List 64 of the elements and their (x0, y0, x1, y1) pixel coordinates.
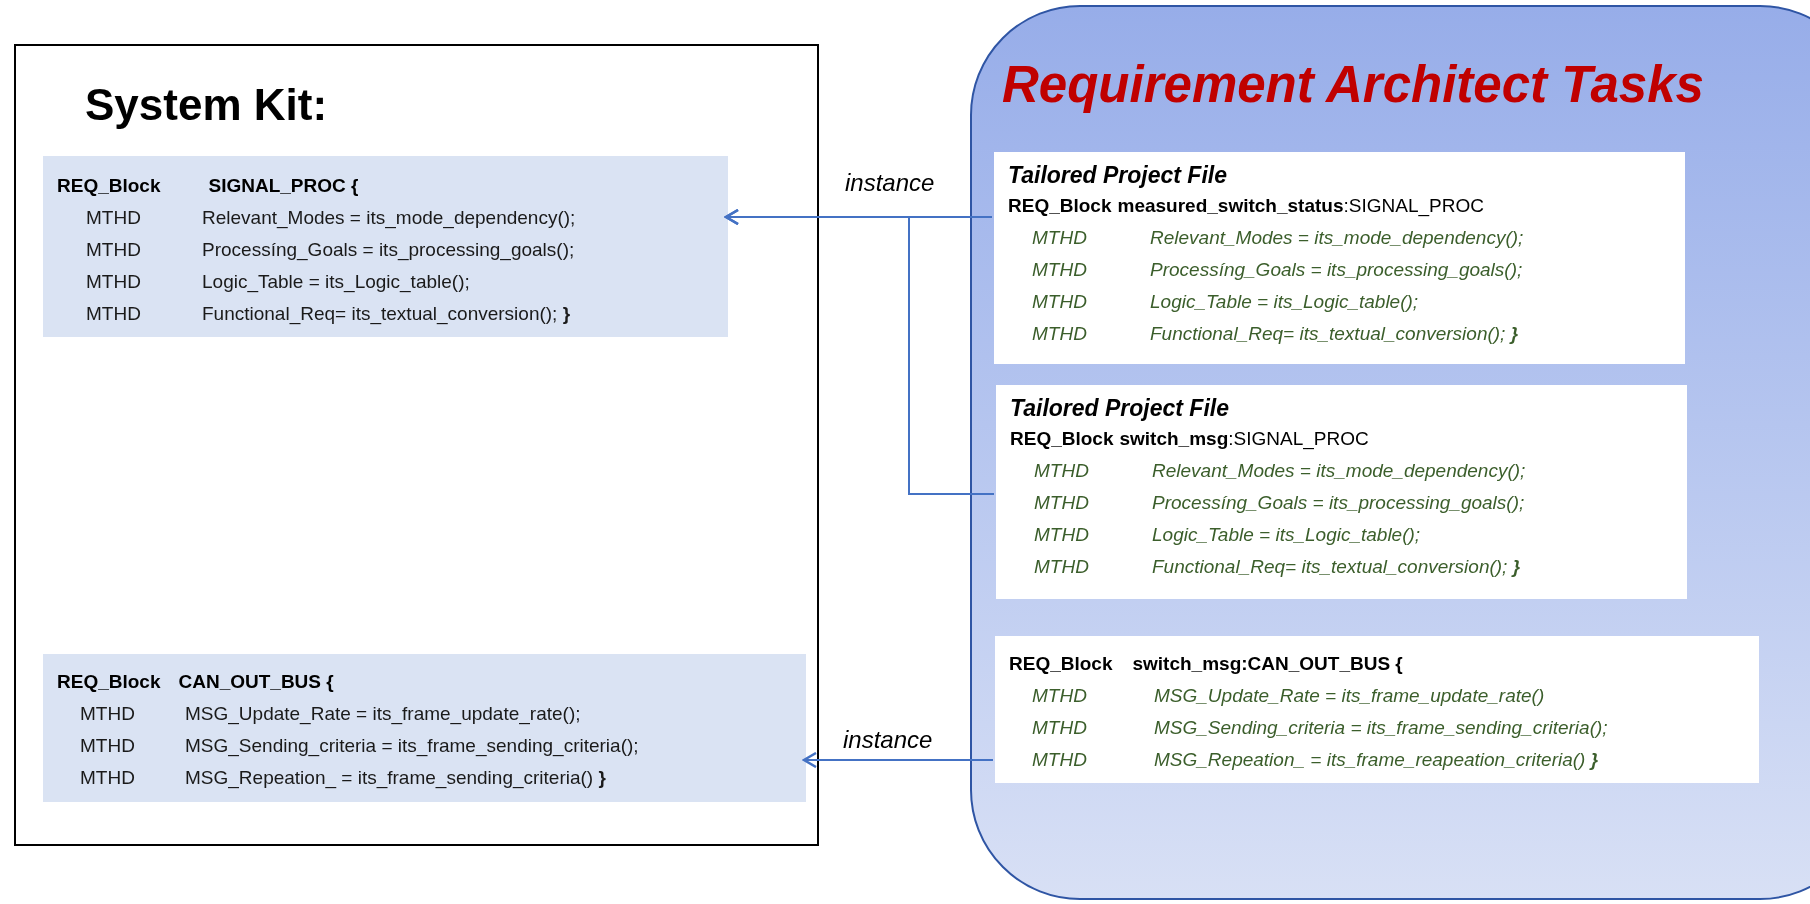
code-block (995, 636, 1759, 783)
code-block (994, 152, 1685, 364)
method-keyword: MTHD (80, 734, 136, 758)
method-keyword: MTHD (1032, 226, 1088, 250)
method-definition: Logic_Table = its_Logic_table(); (1152, 523, 1421, 547)
system-kit-panel (14, 44, 819, 846)
method-keyword: MTHD (1034, 491, 1090, 515)
method-definition: MSG_Repeation_ = its_frame_sending_criteria() } (185, 766, 606, 791)
block-name: switch_msg (1119, 427, 1229, 451)
method-definition: Functional_Req= its_textual_conversion(); } (1152, 555, 1521, 579)
method-keyword: MTHD (86, 238, 142, 262)
method-definition: MSG_Sending_criteria = its_frame_sending_criteria(); (185, 734, 639, 759)
block-name: :SIGNAL_PROC (1343, 194, 1484, 219)
edge-label: instance (845, 168, 935, 198)
method-keyword: MTHD (1032, 322, 1088, 346)
method-definition: MSG_Repeation_ = its_frame_reapeation_criteria() } (1154, 748, 1599, 772)
method-definition: MSG_Update_Rate = its_frame_update_rate() (1154, 684, 1545, 708)
block-name: :CAN_OUT_BUS { (1241, 652, 1403, 676)
keyword: REQ_Block (1010, 427, 1114, 451)
keyword: REQ_Block (57, 174, 161, 198)
method-definition: Functional_Req= its_textual_conversion(); } (1150, 322, 1519, 346)
file-heading: Tailored Project File (1008, 161, 1227, 190)
method-keyword: MTHD (1034, 555, 1090, 579)
method-keyword: MTHD (86, 270, 142, 294)
method-definition: Relevant_Modes = its_mode_dependency(); (202, 206, 576, 231)
file-heading: Tailored Project File (1010, 394, 1229, 423)
method-keyword: MTHD (80, 766, 136, 790)
code-block (43, 156, 728, 337)
block-name: measured_switch_status (1117, 194, 1344, 216)
method-keyword: MTHD (1032, 716, 1088, 740)
tasks-panel (970, 5, 1810, 900)
method-keyword: MTHD (1032, 258, 1088, 282)
keyword: REQ_Block (57, 670, 161, 694)
keyword: REQ_Block (1008, 194, 1112, 218)
block-name: switch_msg (1132, 652, 1242, 676)
code-block (43, 654, 806, 802)
method-definition: Logic_Table = its_Logic_table(); (1150, 290, 1419, 314)
method-definition: Processíng_Goals = its_processing_goals(); (1150, 258, 1523, 282)
method-definition: MSG_Update_Rate = its_frame_update_rate(); (185, 702, 581, 727)
arrow (802, 751, 994, 769)
method-keyword: MTHD (1034, 459, 1090, 483)
method-keyword: MTHD (1034, 523, 1090, 547)
code-block (996, 385, 1687, 599)
method-definition: Relevant_Modes = its_mode_dependency(); (1150, 226, 1524, 250)
block-name: :SIGNAL_PROC (1228, 427, 1369, 452)
method-keyword: MTHD (86, 302, 142, 326)
arrow (724, 208, 995, 495)
method-definition: Relevant_Modes = its_mode_dependency(); (1152, 459, 1526, 483)
method-keyword: MTHD (80, 702, 136, 726)
method-definition: Logic_Table = its_Logic_table(); (202, 270, 470, 295)
method-keyword: MTHD (1032, 748, 1088, 772)
method-keyword: MTHD (86, 206, 142, 230)
method-definition: MSG_Sending_criteria = its_frame_sending_criteria(); (1154, 716, 1608, 740)
method-definition: Processíng_Goals = its_processing_goals(); (1152, 491, 1525, 515)
panel-title: Requirement Architect Tasks (1002, 55, 1704, 115)
method-definition: Processíng_Goals = its_processing_goals(); (202, 238, 575, 263)
keyword: REQ_Block (1009, 652, 1113, 676)
panel-title: System Kit: (85, 79, 328, 131)
edge-label: instance (843, 725, 933, 755)
method-definition: Functional_Req= its_textual_conversion(); } (202, 302, 571, 327)
block-name: CAN_OUT_BUS { (178, 670, 334, 694)
block-name: SIGNAL_PROC { (208, 174, 359, 198)
method-keyword: MTHD (1032, 684, 1088, 708)
method-keyword: MTHD (1032, 290, 1088, 314)
